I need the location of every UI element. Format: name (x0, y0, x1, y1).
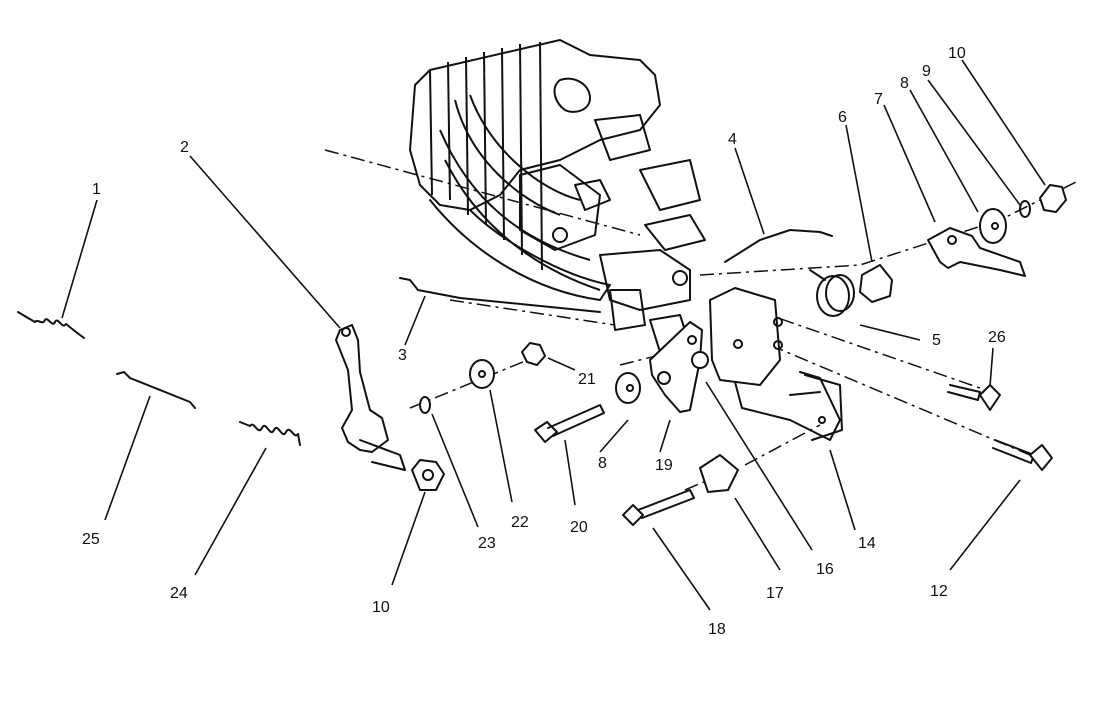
callout-20: 20 (570, 519, 588, 536)
engine-cylinder-block (409, 39, 706, 353)
part-4-link-rod (724, 229, 833, 263)
part-1-spring (17, 311, 85, 339)
part-10-nut-lower (411, 459, 445, 491)
callout-7: 7 (874, 91, 883, 108)
callout-5: 5 (932, 332, 941, 349)
callout-19: 19 (655, 457, 673, 474)
callout-14: 14 (858, 535, 876, 552)
callout-10-upper: 10 (948, 45, 966, 62)
part-22-washer (469, 359, 495, 389)
callout-22: 22 (511, 514, 529, 531)
callout-16: 16 (816, 561, 834, 578)
callout-1: 1 (92, 181, 101, 198)
part-5-spring (809, 269, 855, 317)
callout-17: 17 (766, 585, 784, 602)
callout-18: 18 (708, 621, 726, 638)
part-9-clip (1019, 200, 1031, 218)
part-20-bolt (534, 404, 605, 443)
center-lines (324, 149, 1081, 491)
callout-6: 6 (838, 109, 847, 126)
callout-25: 25 (82, 531, 100, 548)
callout-10-lower: 10 (372, 599, 390, 616)
callout-24: 24 (170, 585, 188, 602)
control-bracket (709, 287, 841, 441)
part-24-spring (239, 421, 301, 446)
part-8-washer-lower (615, 372, 641, 404)
part-23-washer (419, 396, 431, 414)
callout-2: 2 (180, 139, 189, 156)
callout-8-upper: 8 (900, 75, 909, 92)
part-16-screw (691, 351, 709, 369)
part-19-lever-plate (649, 321, 703, 413)
callout-21: 21 (578, 371, 596, 388)
callout-3: 3 (398, 347, 407, 364)
part-18-bolt (622, 489, 695, 526)
callout-26: 26 (988, 329, 1006, 346)
part-21-bushing (521, 342, 546, 366)
part-7-lever (927, 227, 1026, 277)
part-14-bracket (804, 374, 843, 441)
callout-9: 9 (922, 63, 931, 80)
callout-4: 4 (728, 131, 737, 148)
callout-8-lower: 8 (598, 455, 607, 472)
part-17-clamp (699, 454, 739, 493)
callout-23: 23 (478, 535, 496, 552)
part-26-bolt (947, 384, 1001, 411)
part-2-lever-arm (335, 324, 406, 471)
callout-12: 12 (930, 583, 948, 600)
part-12-bolt (992, 439, 1053, 471)
leader-lines (61, 59, 1046, 611)
part-6-bushing (859, 264, 893, 303)
part-3-rod (399, 277, 601, 313)
part-25-link-rod (116, 371, 196, 409)
part-8-washer-upper (979, 208, 1007, 244)
part-10-nut-upper (1039, 184, 1067, 213)
callout-labels: 1 2 3 4 5 6 7 8 9 10 8 10 12 14 16 17 18… (82, 45, 1006, 638)
